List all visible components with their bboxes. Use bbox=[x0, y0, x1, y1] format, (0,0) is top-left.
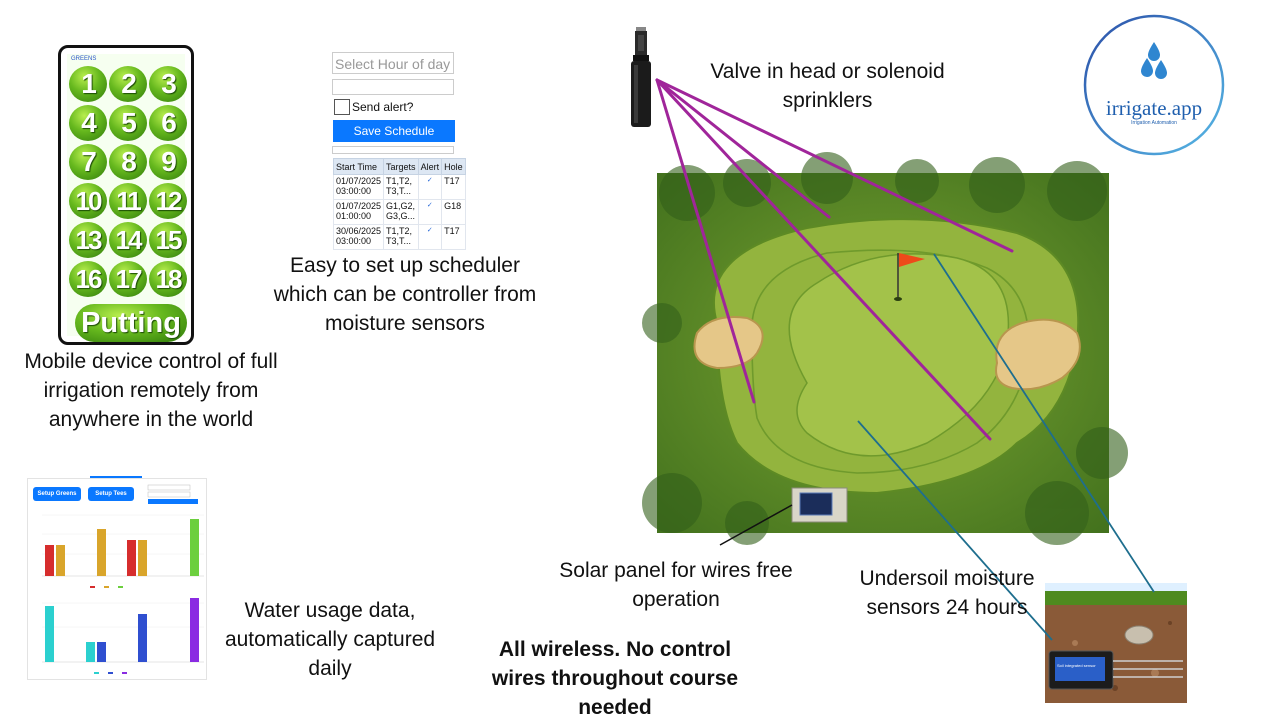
bar bbox=[138, 614, 147, 662]
save-schedule-button[interactable]: Save Schedule bbox=[333, 120, 455, 142]
col-alert: Alert bbox=[417, 158, 443, 175]
mobile-caption: Mobile device control of full irrigation… bbox=[24, 350, 278, 431]
cell-targets: T1,T2, T3,T... bbox=[383, 224, 419, 250]
tab-indicator bbox=[90, 476, 142, 478]
irrigate-app-logo bbox=[1083, 14, 1225, 156]
water-caption: Water usage data, automatically captured… bbox=[224, 599, 436, 680]
sensor-line bbox=[857, 420, 1053, 641]
hole-button-17[interactable]: 17 bbox=[109, 261, 147, 297]
table-row[interactable]: 01/07/2025 03:00:00 T1,T2, T3,T... ✓ T17 bbox=[332, 174, 466, 200]
hole-button-1[interactable]: 1 bbox=[69, 66, 107, 102]
chart-top bbox=[42, 514, 204, 588]
bar bbox=[45, 606, 54, 662]
golf-green-illustration bbox=[642, 152, 1128, 545]
sprinkler-line bbox=[655, 78, 992, 441]
putting-button[interactable]: Putting bbox=[75, 304, 187, 342]
bar bbox=[138, 540, 147, 576]
hole-button-14[interactable]: 14 bbox=[109, 222, 147, 258]
phone-header: GREENS bbox=[71, 56, 97, 62]
hole-button-18[interactable]: 18 bbox=[149, 261, 187, 297]
date-inputs bbox=[147, 484, 198, 504]
cell-hole: T17 bbox=[441, 224, 466, 250]
setup-tees-button[interactable]: Setup Tees bbox=[88, 487, 134, 501]
hole-button-2[interactable]: 2 bbox=[109, 66, 147, 102]
scheduler-panel: Select Hour of day Send alert? Save Sche… bbox=[332, 52, 466, 250]
bar bbox=[45, 545, 54, 576]
col-hole: Hole bbox=[441, 158, 466, 175]
logo-name: irrigate.app bbox=[1105, 96, 1203, 120]
table-row[interactable]: 30/06/2025 03:00:00 T1,T2, T3,T... ✓ T17 bbox=[332, 224, 466, 250]
logo-tagline: Irrigation Automation bbox=[1131, 120, 1177, 126]
hole-button-11[interactable]: 11 bbox=[109, 183, 147, 219]
schedule-dropdown[interactable] bbox=[332, 146, 454, 154]
cell-start: 30/06/2025 03:00:00 bbox=[332, 224, 385, 250]
hole-button-9[interactable]: 9 bbox=[149, 144, 187, 180]
bar bbox=[56, 545, 65, 576]
send-alert-label: Send alert? bbox=[352, 100, 414, 114]
send-alert-checkbox[interactable] bbox=[334, 99, 350, 115]
hole-button-8[interactable]: 8 bbox=[109, 144, 147, 180]
cell-start: 01/07/2025 03:00:00 bbox=[332, 174, 385, 200]
sensors-caption: Undersoil moisture sensors 24 hours bbox=[859, 567, 1035, 619]
hole-button-15[interactable]: 15 bbox=[149, 222, 187, 258]
bar bbox=[97, 529, 106, 576]
hole-button-16[interactable]: 16 bbox=[69, 261, 107, 297]
wireless-caption: All wireless. No control wires throughou… bbox=[491, 638, 739, 719]
hole-button-5[interactable]: 5 bbox=[109, 105, 147, 141]
valve-caption: Valve in head or solenoid sprinklers bbox=[710, 60, 945, 112]
cell-hole: G18 bbox=[441, 199, 466, 225]
bar bbox=[190, 519, 199, 576]
hole-button-12[interactable]: 12 bbox=[149, 183, 187, 219]
hole-button-3[interactable]: 3 bbox=[149, 66, 187, 102]
schedule-input[interactable] bbox=[332, 79, 454, 95]
cell-start: 01/07/2025 01:00:00 bbox=[332, 199, 385, 225]
soil-sensor-illustration bbox=[1045, 583, 1187, 703]
bar bbox=[86, 642, 95, 662]
hole-button-4[interactable]: 4 bbox=[69, 105, 107, 141]
solar-caption: Solar panel for wires free operation bbox=[559, 559, 793, 611]
sprinkler-head-icon bbox=[631, 27, 651, 127]
usage-charts-svg bbox=[42, 484, 204, 674]
hole-button-6[interactable]: 6 bbox=[149, 105, 187, 141]
sprinkler-line bbox=[655, 78, 756, 404]
setup-greens-button[interactable]: Setup Greens bbox=[33, 487, 81, 501]
hole-button-7[interactable]: 7 bbox=[69, 144, 107, 180]
hour-select[interactable]: Select Hour of day bbox=[332, 52, 454, 74]
chart-bottom bbox=[42, 598, 204, 674]
water-usage-dashboard: Setup Greens Setup Tees bbox=[27, 476, 207, 680]
bar bbox=[190, 598, 199, 662]
bar bbox=[127, 540, 136, 576]
scheduler-caption: Easy to set up scheduler which can be co… bbox=[273, 254, 537, 335]
sprinkler-line bbox=[655, 78, 1014, 253]
solar-line bbox=[719, 504, 793, 546]
hole-button-13[interactable]: 13 bbox=[69, 222, 107, 258]
table-row[interactable]: 01/07/2025 01:00:00 G1,G2, G3,G... ✓ G18 bbox=[332, 199, 466, 225]
sensor-line bbox=[933, 253, 1155, 593]
schedule-table: Start Time Targets Alert Hole 01/07/2025… bbox=[332, 158, 466, 250]
hole-button-10[interactable]: 10 bbox=[69, 183, 107, 219]
cell-targets: G1,G2, G3,G... bbox=[383, 199, 419, 225]
col-targets: Targets bbox=[383, 158, 419, 175]
bar bbox=[97, 642, 106, 662]
sprinkler-line bbox=[655, 78, 831, 219]
sensor-device-label: Soil integrated sensor bbox=[1057, 663, 1096, 668]
